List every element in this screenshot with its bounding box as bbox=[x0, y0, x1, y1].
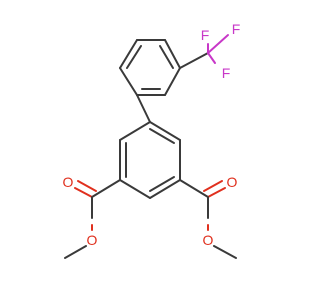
bond bbox=[207, 34, 229, 54]
right-methyl-ester: O O bbox=[179, 174, 238, 259]
fluorine-atom-1: F bbox=[201, 27, 210, 43]
bond bbox=[164, 39, 181, 69]
bond bbox=[149, 121, 181, 141]
left-methyl-ester: O O bbox=[63, 174, 121, 259]
bond bbox=[91, 179, 121, 198]
bond bbox=[207, 52, 216, 64]
bond bbox=[64, 245, 87, 259]
double-bond-inner bbox=[149, 176, 175, 192]
oxygen-atom-carbonyl-left: O bbox=[63, 174, 74, 190]
fluorine-atom-3: F bbox=[222, 65, 231, 81]
structure-diagram: F F F O O O O bbox=[63, 21, 241, 259]
bond bbox=[164, 67, 181, 96]
bond bbox=[119, 121, 151, 141]
carbonyl-double-bond bbox=[207, 187, 226, 198]
double-bond-inner bbox=[126, 45, 142, 69]
trifluoromethyl-group: F F F bbox=[179, 21, 241, 81]
carbonyl-double-bond bbox=[74, 187, 93, 198]
bond bbox=[119, 179, 151, 199]
bond bbox=[213, 245, 237, 259]
carbonyl-double-bond bbox=[203, 180, 223, 192]
oxygen-atom-ether-left: O bbox=[87, 232, 98, 248]
oxygen-atom-carbonyl-right: O bbox=[227, 174, 238, 190]
oxygen-atom-ether-right: O bbox=[203, 232, 214, 248]
double-bond-inner bbox=[159, 45, 174, 69]
phenyl-ring bbox=[119, 39, 181, 96]
bond bbox=[119, 39, 138, 69]
bond bbox=[179, 179, 209, 198]
biaryl-bond bbox=[136, 94, 151, 123]
carbonyl-double-bond bbox=[77, 180, 97, 192]
fluorine-atom-2: F bbox=[232, 21, 241, 37]
bond bbox=[179, 52, 209, 69]
bond bbox=[149, 179, 181, 199]
double-bond-inner bbox=[149, 128, 175, 144]
bond bbox=[119, 67, 138, 96]
central-benzene-ring bbox=[119, 121, 181, 199]
